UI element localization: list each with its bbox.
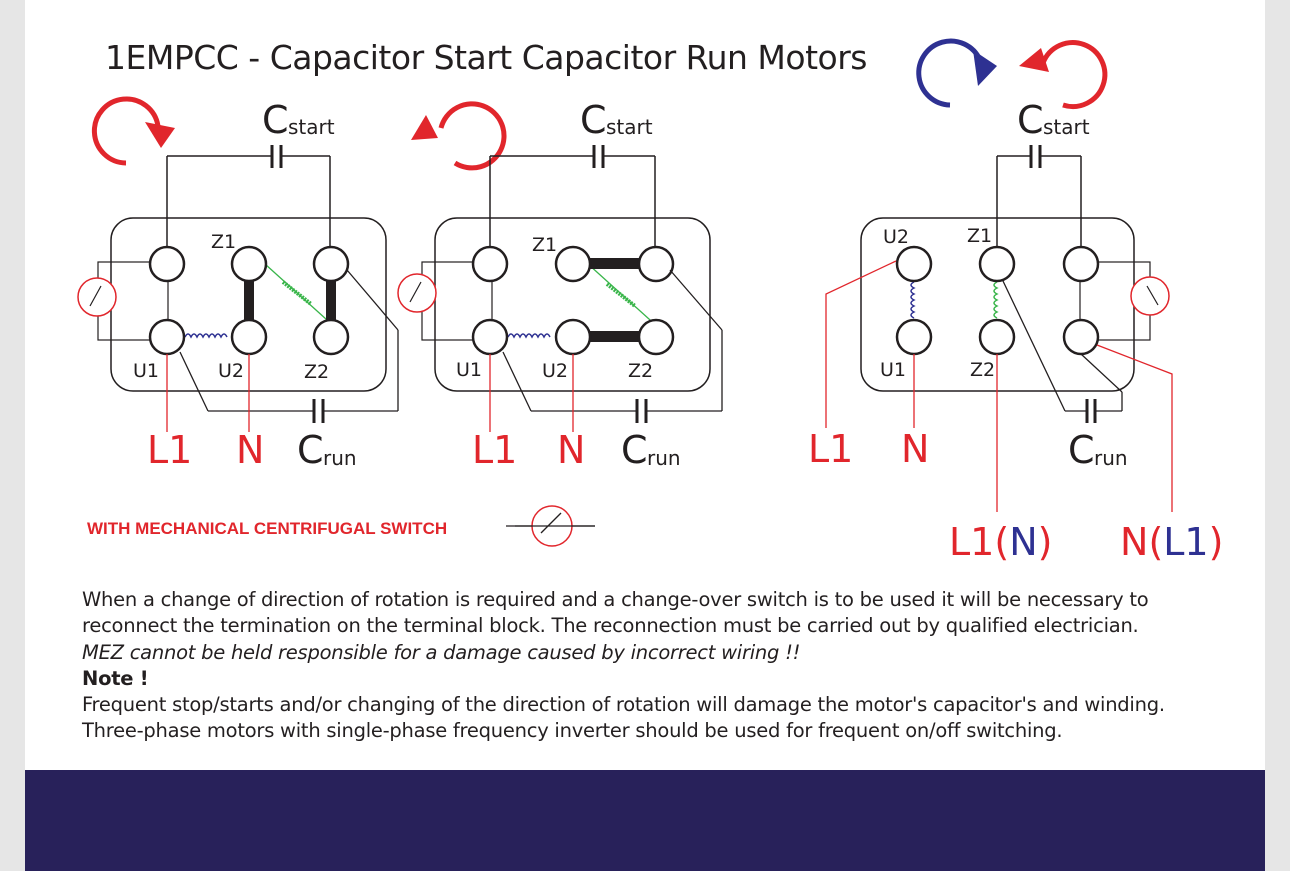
disclaimer-line: MEZ cannot be held responsible for a dam… bbox=[82, 640, 801, 664]
c-start-sub: start bbox=[288, 115, 335, 139]
label-u1: U1 bbox=[133, 360, 159, 382]
wiring-diagrams: C start bbox=[77, 38, 1223, 564]
label-z2-3: Z2 bbox=[970, 359, 995, 381]
centrifugal-switch-icon bbox=[506, 505, 595, 547]
centrifugal-switch-icon bbox=[1130, 276, 1170, 316]
footer-band bbox=[25, 770, 1265, 871]
page-title: 1EMPCC - Capacitor Start Capacitor Run M… bbox=[105, 38, 867, 77]
label-l1-2: L1 bbox=[472, 428, 517, 472]
c-start-letter: C bbox=[262, 98, 289, 142]
note-label: Note ! bbox=[82, 666, 149, 690]
diagram-1: C start bbox=[77, 96, 399, 472]
coil-icon bbox=[910, 281, 916, 319]
c-start-sub-2: start bbox=[606, 115, 653, 139]
label-l1-3: L1 bbox=[808, 427, 853, 471]
instructions-text: When a change of direction of rotation i… bbox=[82, 587, 1252, 745]
centrifugal-switch-icon bbox=[397, 273, 437, 313]
label-l1: L1 bbox=[147, 428, 192, 472]
label-n-2: N bbox=[557, 428, 585, 472]
coil-icon bbox=[993, 281, 999, 319]
diagram-2: C start Z1 U1 bbox=[397, 98, 723, 472]
label-z1-3: Z1 bbox=[967, 225, 992, 247]
label-z1-2: Z1 bbox=[532, 234, 557, 256]
label-u1-3: U1 bbox=[880, 359, 906, 381]
clockwise-arrow-icon bbox=[91, 96, 175, 166]
c-run-sub-2: run bbox=[647, 446, 681, 470]
coil-icon bbox=[184, 333, 228, 339]
c-run-letter: C bbox=[297, 428, 324, 472]
c-start-letter-2: C bbox=[580, 98, 607, 142]
label-z1: Z1 bbox=[211, 231, 236, 253]
capacitor-icon bbox=[167, 145, 330, 168]
label-n-3: N bbox=[901, 427, 929, 471]
text-line: Frequent stop/starts and/or changing of … bbox=[82, 693, 1165, 717]
label-u2: U2 bbox=[218, 360, 244, 382]
counterclockwise-arrow-icon bbox=[411, 101, 507, 171]
label-u2-2: U2 bbox=[542, 360, 568, 382]
text-line: Three-phase motors with single-phase fre… bbox=[82, 719, 1063, 743]
label-z2-2: Z2 bbox=[628, 360, 653, 382]
diagram-3: C start U2 Z1 U1 bbox=[808, 38, 1223, 564]
counterclockwise-arrow-icon bbox=[1019, 40, 1108, 110]
label-z2: Z2 bbox=[304, 361, 329, 383]
c-run-sub-3: run bbox=[1094, 446, 1128, 470]
text-line: reconnect the termination on the termina… bbox=[82, 614, 1139, 638]
c-run-letter-3: C bbox=[1068, 428, 1095, 472]
sheet: 1EMPCC - Capacitor Start Capacitor Run M… bbox=[25, 0, 1265, 871]
centrifugal-switch-icon bbox=[77, 277, 117, 317]
c-run-sub: run bbox=[323, 446, 357, 470]
c-start-letter-3: C bbox=[1017, 98, 1044, 142]
label-n: N bbox=[236, 428, 264, 472]
centrifugal-switch-note: WITH MECHANICAL CENTRIFUGAL SWITCH bbox=[87, 519, 448, 538]
label-u2-3: U2 bbox=[883, 226, 909, 248]
c-start-sub-3: start bbox=[1043, 115, 1090, 139]
label-u1-2: U1 bbox=[456, 359, 482, 381]
label-n-l1: N(L1) bbox=[1120, 520, 1223, 564]
coil-icon bbox=[507, 333, 551, 339]
c-run-letter-2: C bbox=[621, 428, 648, 472]
clockwise-arrow-icon bbox=[916, 38, 997, 108]
label-l1-n: L1(N) bbox=[949, 520, 1052, 564]
text-line: When a change of direction of rotation i… bbox=[82, 588, 1149, 611]
